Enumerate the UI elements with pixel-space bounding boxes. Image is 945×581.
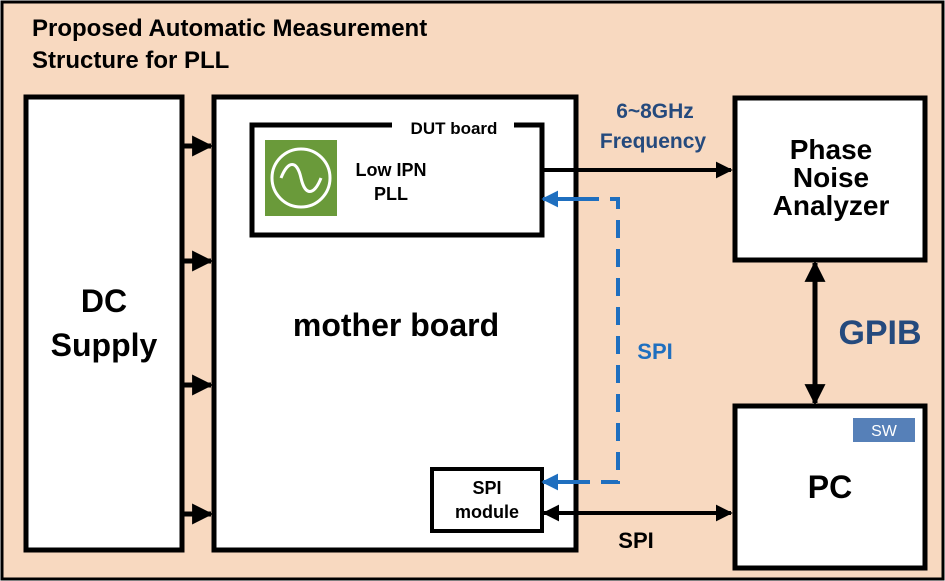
sw-badge <box>853 418 915 442</box>
frequency-label-line-2: Frequency <box>600 130 707 153</box>
analyzer-label-line-3: Analyzer <box>773 190 890 221</box>
mother-board-label: mother board <box>293 307 499 343</box>
sw-badge-label: SW <box>871 423 898 440</box>
diagram-title-line-2: Structure for PLL <box>32 47 229 74</box>
spi-dashed-path <box>581 197 620 484</box>
phase-noise-analyzer-box <box>732 95 928 263</box>
spi-dashed-label: SPI <box>637 339 672 364</box>
spi-bottom-label: SPI <box>618 528 653 553</box>
dut-board-label: DUT board <box>411 119 498 138</box>
spi-module-label-line-1: SPI <box>472 478 501 498</box>
sine-wave-icon <box>265 140 337 216</box>
dc-supply-label-line-1: DC <box>81 283 127 319</box>
analyzer-label-line-1: Phase <box>790 134 873 165</box>
frequency-label-line-1: 6~8GHz <box>616 100 694 123</box>
spi-module-box <box>430 467 544 533</box>
dut-board-label-mask <box>392 117 514 135</box>
pc-label: PC <box>808 469 852 505</box>
dc-supply-label-line-2: Supply <box>51 327 158 363</box>
pll-label-line-1: Low IPN <box>356 160 427 180</box>
dc-supply-box <box>23 94 185 553</box>
spi-module-label-line-2: module <box>455 502 519 522</box>
diagram-title-line-1: Proposed Automatic Measurement <box>32 15 427 42</box>
analyzer-label-line-2: Noise <box>793 162 869 193</box>
gpib-label: GPIB <box>838 314 921 352</box>
pll-label-line-2: PLL <box>374 184 408 204</box>
